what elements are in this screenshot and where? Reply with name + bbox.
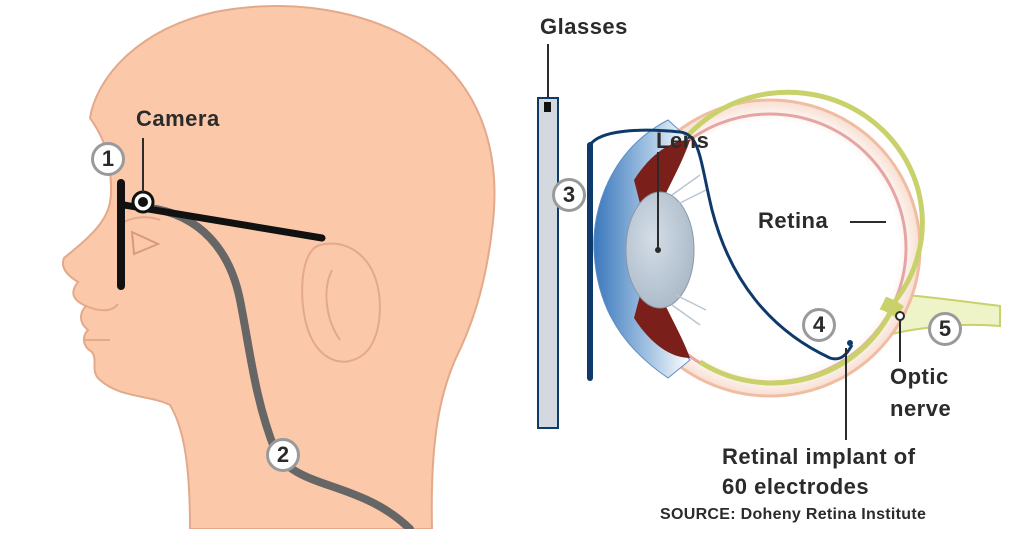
eye-cross-section bbox=[593, 89, 1001, 398]
nose-line bbox=[85, 303, 119, 312]
retina-label: Retina bbox=[758, 208, 829, 233]
ear bbox=[301, 242, 381, 363]
badge-5: 5 bbox=[928, 312, 962, 346]
optic-nerve-label-2: nerve bbox=[890, 396, 952, 421]
badge-3: 3 bbox=[552, 178, 586, 212]
glasses-panel bbox=[537, 44, 559, 429]
camera-label: Camera bbox=[136, 106, 220, 131]
eye bbox=[130, 230, 161, 256]
lens-label: Lens bbox=[656, 128, 710, 153]
processor-wire bbox=[146, 204, 414, 533]
head-shape bbox=[62, 5, 496, 530]
optic-nerve-label-1: Optic bbox=[890, 364, 949, 389]
badge-4: 4 bbox=[802, 308, 836, 342]
implant-label-1: Retinal implant of bbox=[722, 444, 916, 469]
glasses-label: Glasses bbox=[540, 14, 628, 39]
badge-2: 2 bbox=[266, 438, 300, 472]
implant-cable bbox=[587, 128, 854, 381]
source-credit: SOURCE: Doheny Retina Institute bbox=[660, 506, 927, 523]
implant-label-2: 60 electrodes bbox=[722, 474, 870, 499]
badge-1: 1 bbox=[91, 142, 125, 176]
head-glasses bbox=[117, 179, 326, 290]
ear-inner bbox=[325, 269, 341, 341]
head-silhouette bbox=[62, 5, 496, 530]
eyebrow bbox=[123, 216, 161, 223]
